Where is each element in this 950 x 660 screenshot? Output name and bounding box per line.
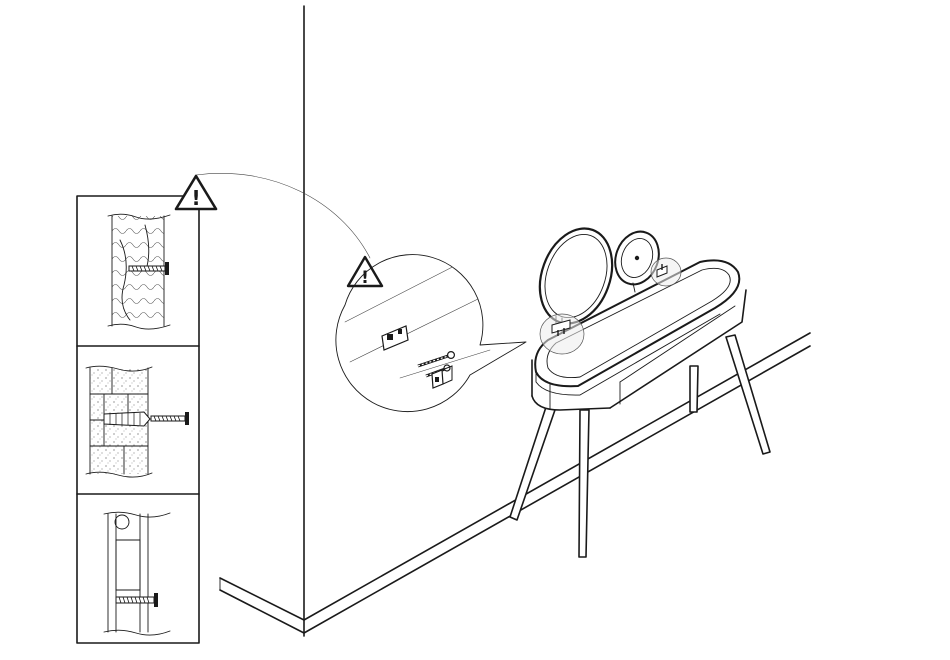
dressing-table (510, 218, 770, 557)
brick-wall-detail (86, 366, 189, 477)
wood-wall-detail (108, 214, 170, 329)
leg-back (690, 366, 698, 412)
floor-edge-left-top (220, 578, 304, 620)
hollow-pipe (115, 515, 129, 529)
screw-icon (151, 412, 189, 425)
wall-type-panel (77, 196, 199, 643)
detail-wall-line-3 (400, 350, 490, 378)
warning-symbol: ! (191, 186, 200, 210)
warning-triangle-icon: ! (176, 176, 216, 210)
leg-right (726, 335, 770, 454)
hollow-top-break (104, 512, 170, 517)
floor-edge-left-bottom (220, 590, 304, 633)
screw-icon (116, 593, 158, 607)
wall-bracket-icon (382, 326, 408, 350)
hollow-bottom-break (104, 630, 170, 635)
hollow-cavity (116, 540, 140, 590)
leg-front-right (579, 410, 589, 557)
detail-wall-line-2 (350, 298, 480, 362)
hollow-inner-skin (140, 514, 148, 632)
callout-connector (196, 173, 370, 258)
bracket-highlight-left (540, 314, 584, 354)
hollow-outer-skin (108, 514, 116, 632)
wall-plug-icon (104, 412, 150, 426)
hollow-wall-detail (104, 512, 170, 635)
screw-icon (418, 352, 454, 366)
